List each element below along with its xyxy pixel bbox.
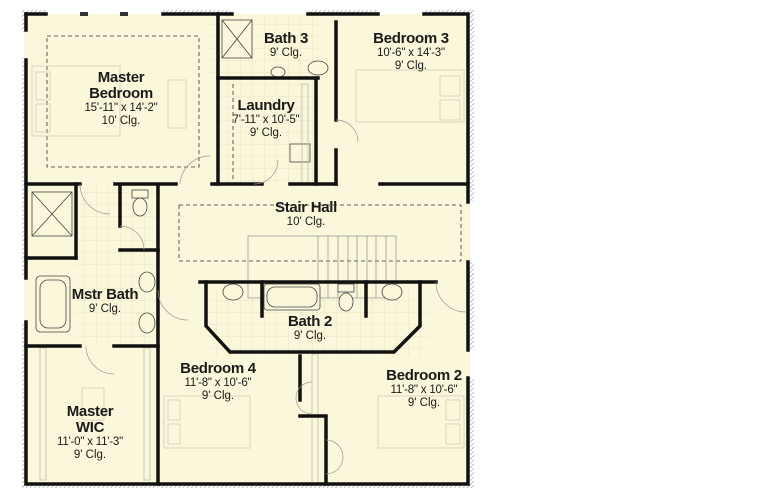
room-ceiling: 9' Clg.: [88, 303, 122, 316]
room-name: Master: [97, 69, 145, 86]
room-laundry: Laundry 7'-11" x 10'-5" 9' Clg.: [224, 97, 308, 139]
exterior-wall-hatch: [22, 10, 474, 488]
sink: [138, 312, 156, 334]
sink: [381, 283, 403, 301]
room-name: Bedroom 4: [180, 360, 256, 377]
room-dimensions: 11'-0" x 11'-3": [56, 436, 124, 449]
room-dimensions: 7'-11" x 10'-5": [232, 114, 300, 127]
room-master-wic: Master WIC 11'-0" x 11'-3" 9' Clg.: [52, 403, 128, 461]
windows: [80, 12, 128, 16]
toilet: [270, 66, 286, 78]
toilet: [132, 197, 148, 217]
room-bath-3: Bath 3 9' Clg.: [254, 30, 318, 60]
sink: [222, 283, 244, 301]
room-bedroom-3: Bedroom 3 10'-6" x 14'-3" 9' Clg.: [366, 30, 456, 72]
walls: [24, 12, 470, 486]
room-dimensions: 11'-8" x 10'-6": [184, 377, 252, 390]
room-name: Mstr Bath: [71, 286, 139, 303]
room-name: Bedroom 3: [373, 30, 449, 47]
room-ceiling: 9' Clg.: [293, 330, 327, 343]
ceiling-dashed-outlines: [46, 35, 462, 262]
laundry-sink: [289, 143, 311, 163]
room-ceiling: 9' Clg.: [249, 126, 283, 139]
room-name: Stair Hall: [274, 199, 338, 216]
room-name: Bath 3: [263, 30, 309, 47]
room-ceiling: 9' Clg.: [394, 59, 428, 72]
room-name: Bath 2: [287, 313, 333, 330]
fixtures: [31, 19, 403, 334]
room-stair-hall: Stair Hall 10' Clg.: [268, 199, 344, 229]
room-dimensions: 11'-8" x 10'-6": [390, 384, 458, 397]
room-name-line2: Bedroom: [89, 85, 153, 103]
tile-floors: [76, 16, 428, 356]
room-name-line2: WIC: [75, 419, 105, 437]
door-swings: [79, 119, 467, 475]
room-bath-2: Bath 2 9' Clg.: [282, 313, 338, 343]
sink: [138, 271, 156, 293]
toilet: [338, 292, 354, 312]
room-name: Bedroom 2: [386, 367, 462, 384]
room-name: Laundry: [237, 97, 295, 114]
room-bedroom-2: Bedroom 2 11'-8" x 10'-6" 9' Clg.: [382, 367, 466, 409]
room-master-bedroom: Master Bedroom 15'-11" x 14'-2" 10' Clg.: [76, 69, 166, 127]
sink: [307, 60, 329, 76]
room-dimensions: 10'-6" x 14'-3": [377, 47, 445, 60]
room-ceiling: 9' Clg.: [73, 448, 107, 461]
furniture: [31, 65, 465, 449]
room-ceiling: 9' Clg.: [201, 389, 235, 402]
room-name: Master: [66, 403, 114, 420]
room-bedroom-4: Bedroom 4 11'-8" x 10'-6" 9' Clg.: [176, 360, 260, 402]
room-mstr-bath: Mstr Bath 9' Clg.: [70, 286, 140, 316]
room-ceiling: 10' Clg.: [101, 114, 141, 127]
room-ceiling: 9' Clg.: [407, 396, 441, 409]
room-dimensions: 15'-11" x 14'-2": [84, 102, 158, 115]
room-ceiling: 9' Clg.: [269, 47, 303, 60]
room-ceiling: 10' Clg.: [286, 216, 326, 229]
